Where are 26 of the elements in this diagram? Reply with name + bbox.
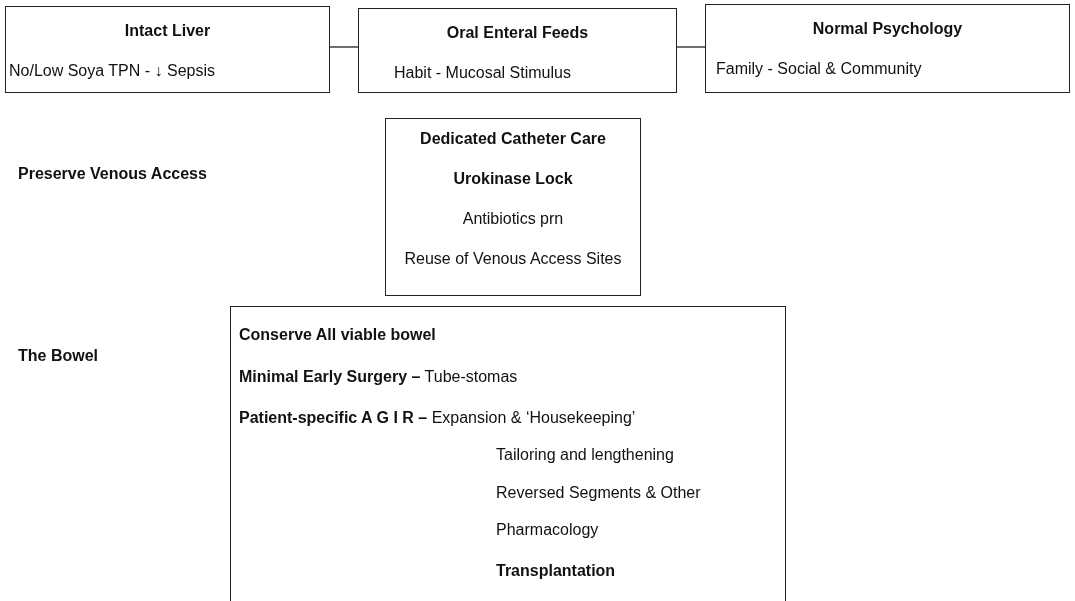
section-label: Preserve Venous Access (18, 165, 207, 183)
box-text: Tailoring and lengthening (496, 445, 674, 465)
text-box (705, 4, 1070, 93)
box-heading: Oral Enteral Feeds (445, 23, 590, 43)
box-text: Reversed Segments & Other (496, 483, 701, 503)
text-box (385, 118, 641, 296)
box-text: No/Low Soya TPN - ↓ Sepsis (9, 61, 215, 81)
text-box (5, 6, 330, 93)
connector-line (329, 46, 359, 48)
box-text: Reuse of Venous Access Sites (403, 249, 623, 269)
box-heading: Conserve All viable bowel (239, 325, 436, 345)
section-label: The Bowel (18, 347, 98, 365)
box-heading: Intact Liver (123, 21, 212, 41)
box-text: Pharmacology (496, 520, 599, 540)
text-box (230, 306, 786, 601)
box-heading: Dedicated Catheter Care (419, 129, 607, 149)
box-text: Patient-specific A G I R – Expansion & ‘Housekeeping’ (239, 408, 636, 428)
connector-line (676, 46, 706, 48)
box-heading: Normal Psychology (811, 19, 964, 39)
text-box (358, 8, 677, 93)
box-text: Habit - Mucosal Stimulus (394, 63, 571, 83)
box-text: Family - Social & Community (716, 59, 922, 79)
box-text: Antibiotics prn (461, 209, 565, 229)
box-text: Transplantation (496, 561, 616, 581)
box-text: Minimal Early Surgery – Tube-stomas (239, 367, 518, 387)
box-text: Urokinase Lock (452, 169, 574, 189)
